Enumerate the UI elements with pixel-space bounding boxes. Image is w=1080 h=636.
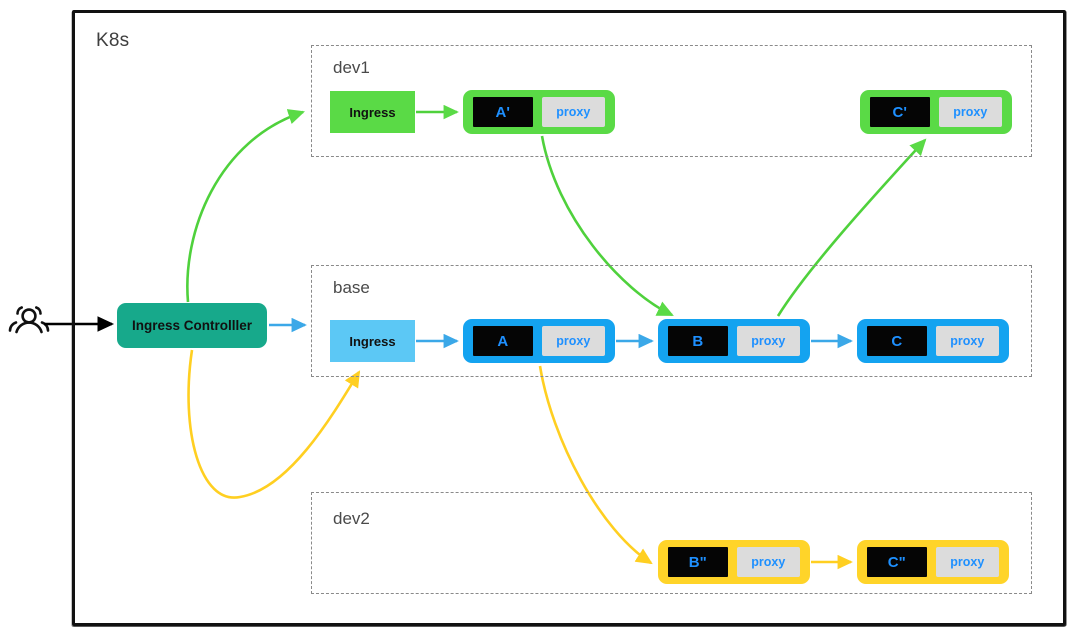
service-label: A (473, 326, 533, 356)
pod-base-c[interactable]: C proxy (857, 319, 1009, 363)
pod-base-a[interactable]: A proxy (463, 319, 615, 363)
pod-dev1-a-prime[interactable]: A' proxy (463, 90, 615, 134)
service-label: C (867, 326, 927, 356)
ingress-dev1[interactable]: Ingress (330, 91, 415, 133)
sidecar-proxy-label: proxy (938, 97, 1002, 127)
pod-base-b[interactable]: B proxy (658, 319, 810, 363)
sidecar-proxy-label: proxy (935, 547, 999, 577)
namespace-base (311, 265, 1032, 377)
sidecar-proxy-label: proxy (935, 326, 999, 356)
namespace-dev1-label: dev1 (333, 58, 370, 77)
pod-dev2-b-double-prime[interactable]: B" proxy (658, 540, 810, 584)
service-label: B" (668, 547, 728, 577)
ingress-controller[interactable]: Ingress Controlller (117, 303, 267, 348)
sidecar-proxy-label: proxy (541, 97, 605, 127)
service-label: B (668, 326, 728, 356)
service-label: A' (473, 97, 533, 127)
namespace-base-label: base (333, 278, 370, 297)
k8s-label: K8s (96, 30, 130, 51)
namespace-dev1 (311, 45, 1032, 157)
pod-dev2-c-double-prime[interactable]: C" proxy (857, 540, 1009, 584)
service-label: C' (870, 97, 930, 127)
sidecar-proxy-label: proxy (541, 326, 605, 356)
namespace-dev2 (311, 492, 1032, 594)
pod-dev1-c-prime[interactable]: C' proxy (860, 90, 1012, 134)
ingress-base[interactable]: Ingress (330, 320, 415, 362)
namespace-dev2-label: dev2 (333, 509, 370, 528)
sidecar-proxy-label: proxy (736, 326, 800, 356)
service-label: C" (867, 547, 927, 577)
k8s-boundary (72, 10, 1066, 626)
sidecar-proxy-label: proxy (736, 547, 800, 577)
users-icon (8, 306, 50, 334)
